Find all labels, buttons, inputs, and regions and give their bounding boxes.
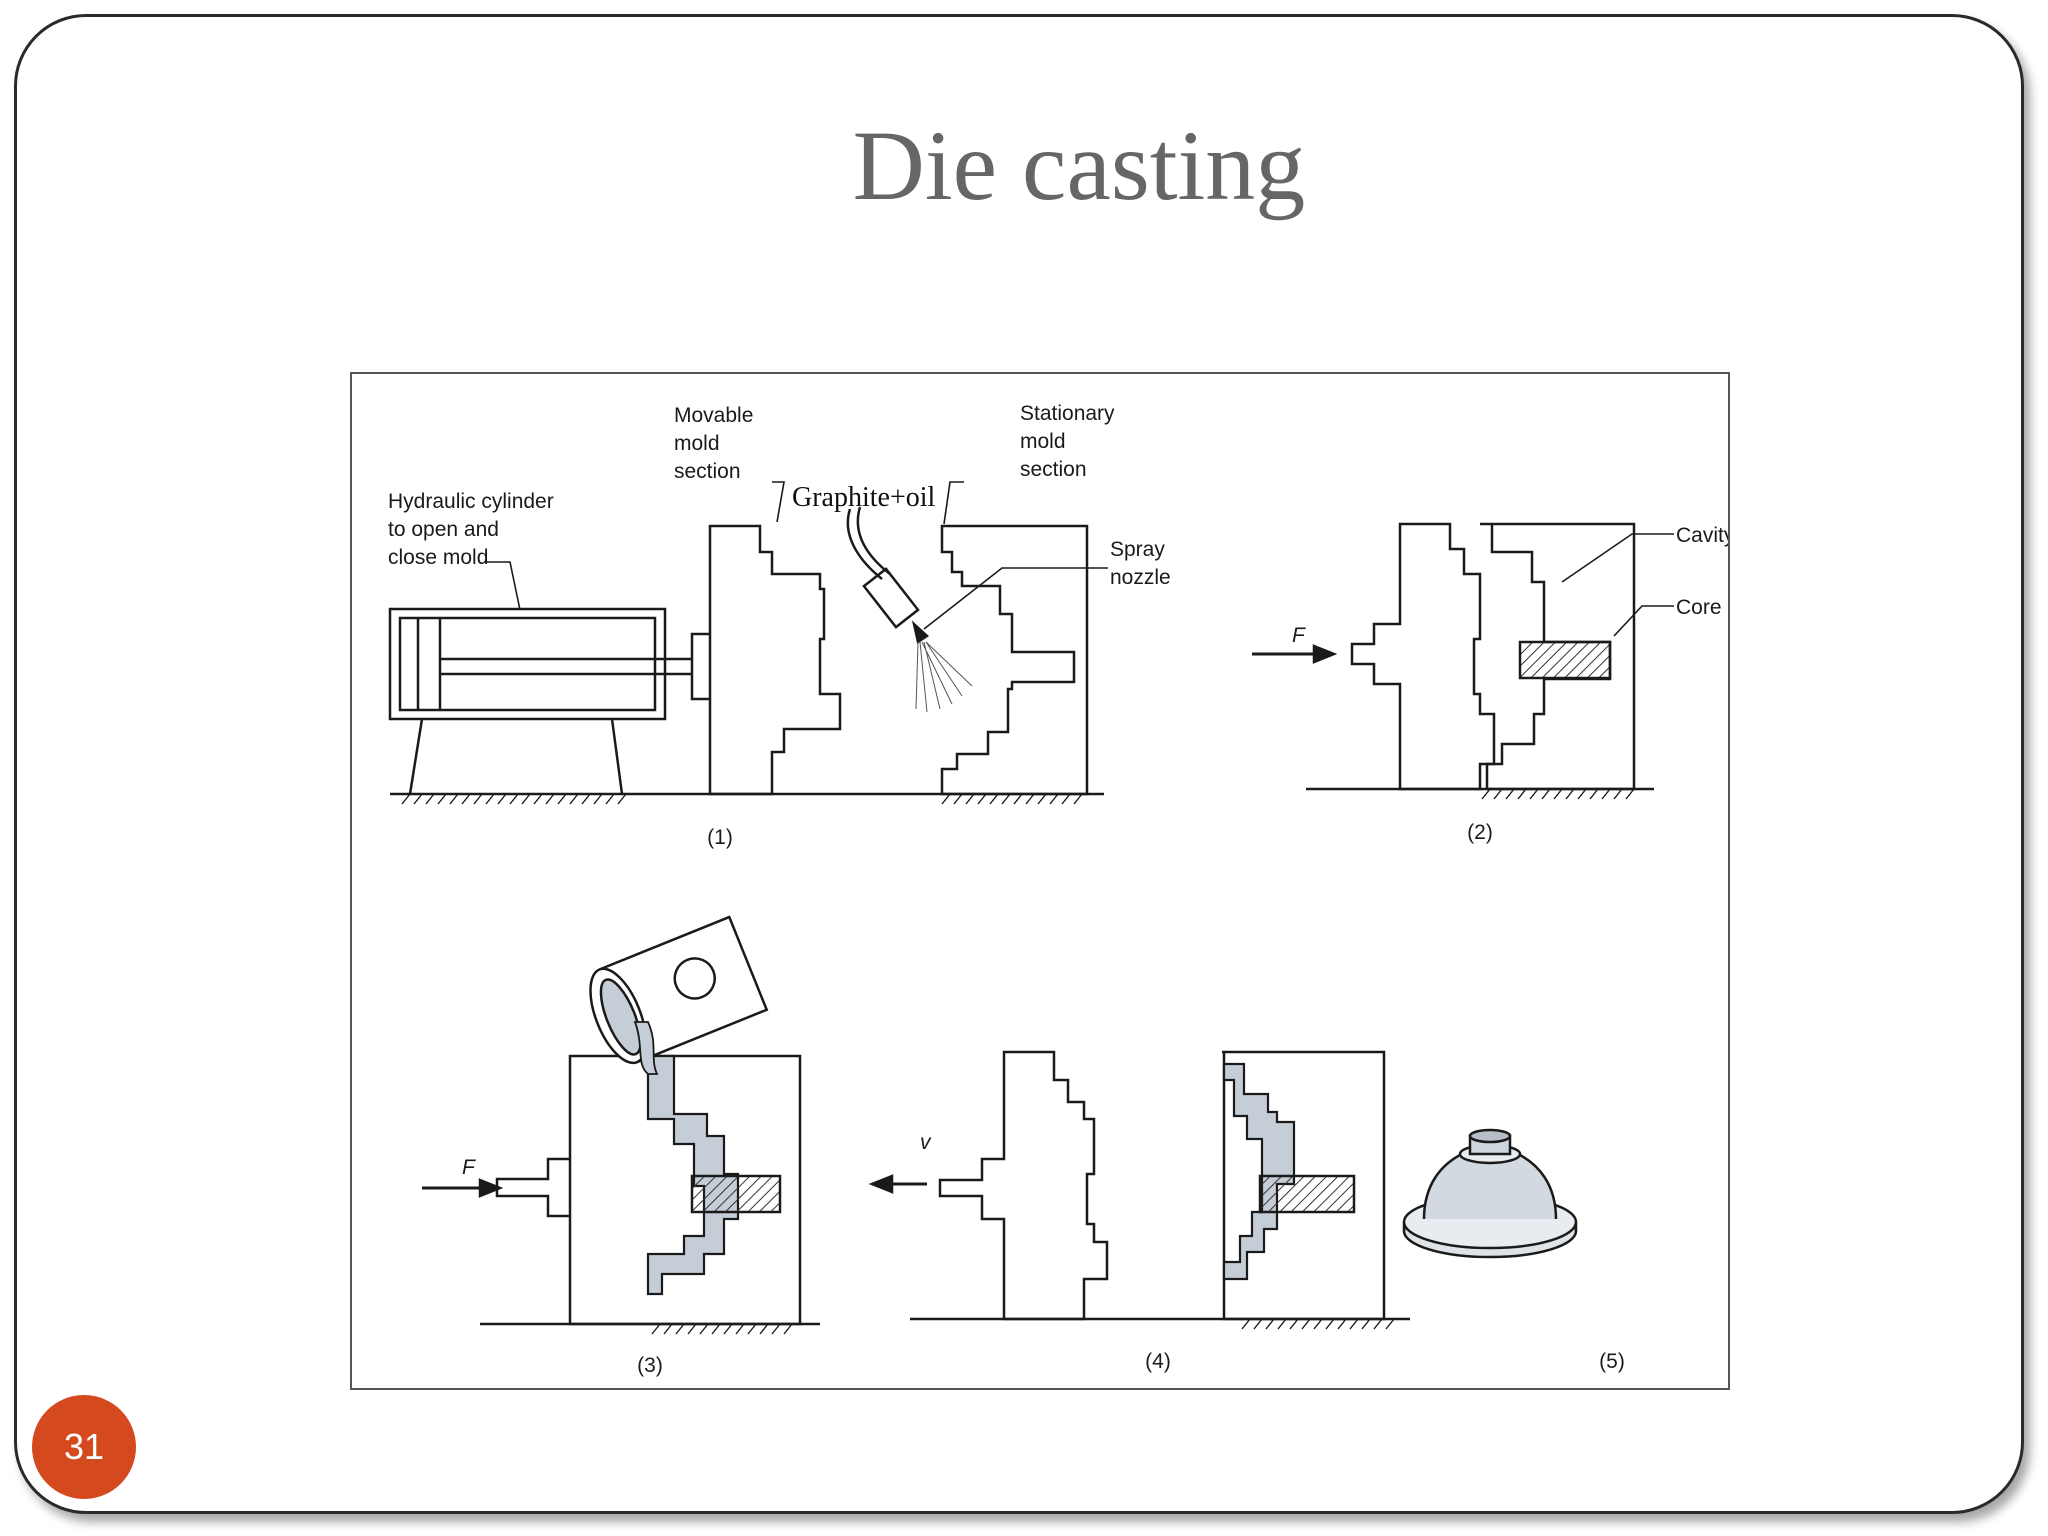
solidified-casting-4 — [1222, 1062, 1296, 1281]
core-4 — [1258, 1174, 1356, 1214]
caption-4: (4) — [1145, 1350, 1171, 1373]
label-spray-1: Spray — [1110, 538, 1165, 561]
core-2 — [1518, 640, 1612, 680]
cylinder-stand — [408, 718, 624, 795]
panel-5-finished-part — [1402, 1128, 1578, 1259]
label-stationary-3: section — [1020, 458, 1087, 481]
spray-nozzle-body — [862, 567, 920, 629]
label-cavity: Cavity — [1676, 524, 1728, 547]
panel-3-injection — [422, 915, 820, 1335]
label-movable-2: mold — [674, 432, 720, 455]
label-movable-3: section — [674, 460, 741, 483]
stationary-half-4 — [1222, 1050, 1386, 1321]
label-stationary-1: Stationary — [1020, 402, 1115, 425]
stationary-mold-section — [940, 524, 1089, 796]
slide-number-badge: 31 — [32, 1395, 136, 1499]
movable-mold-section — [690, 524, 842, 796]
panel-2-closed-mold — [1252, 522, 1674, 800]
label-hydraulic-2: to open and — [388, 518, 499, 541]
ladle — [589, 915, 769, 1065]
pouring-stream — [633, 1021, 659, 1075]
stationary-half-2 — [1480, 522, 1636, 791]
movable-half-2 — [1350, 522, 1496, 791]
caption-1: (1) — [707, 826, 733, 849]
label-force-3: F — [462, 1156, 476, 1179]
molten-metal-3 — [640, 1054, 740, 1296]
hydraulic-cylinder — [388, 607, 667, 721]
label-movable-1: Movable — [674, 404, 753, 427]
caption-2: (2) — [1467, 821, 1493, 844]
label-graphite-oil: Graphite+oil — [792, 482, 936, 513]
panel-1-open-mold — [388, 481, 1108, 805]
caption-3: (3) — [637, 1354, 663, 1377]
label-spray-2: nozzle — [1110, 566, 1171, 589]
panel-4-ejection — [868, 1050, 1410, 1330]
label-hydraulic-1: Hydraulic cylinder — [388, 490, 554, 513]
label-core: Core — [1676, 596, 1722, 619]
spray-hose — [846, 508, 883, 580]
ground-hatch — [401, 793, 1083, 805]
piston-3 — [495, 1157, 570, 1218]
die-casting-diagram: Movable mold section Stationary mold sec… — [350, 372, 1730, 1390]
page-title: Die casting — [852, 110, 1306, 221]
label-velocity-4: v — [920, 1131, 932, 1154]
label-hydraulic-3: close mold — [388, 546, 488, 569]
diagram-svg: Movable mold section Stationary mold sec… — [388, 402, 1728, 1377]
movable-half-4 — [938, 1050, 1109, 1321]
label-force-2: F — [1292, 624, 1306, 647]
label-stationary-2: mold — [1020, 430, 1066, 453]
caption-5: (5) — [1599, 1350, 1625, 1373]
spray-mist — [915, 641, 973, 713]
mold-block-3 — [568, 1054, 802, 1326]
core-3 — [690, 1174, 782, 1214]
